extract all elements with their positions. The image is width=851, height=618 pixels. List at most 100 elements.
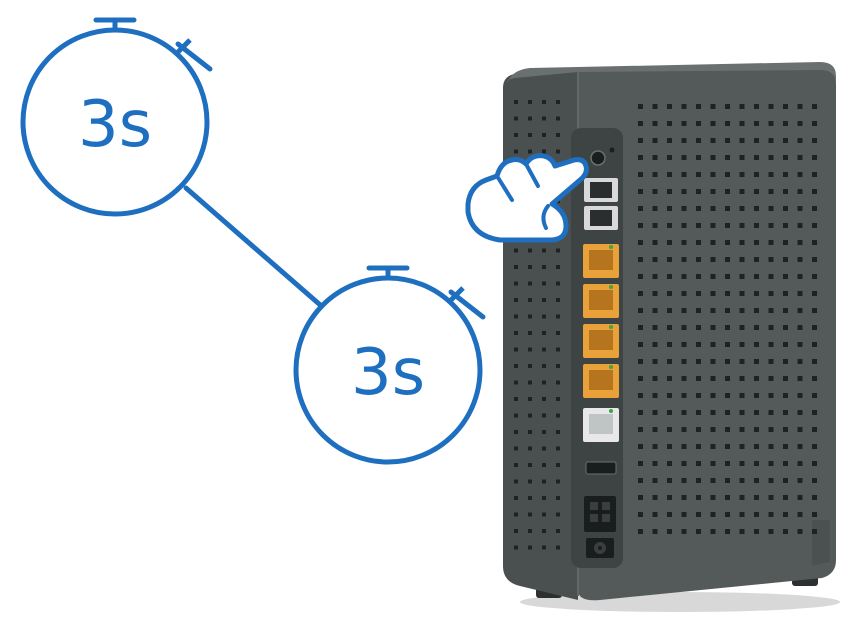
vent-hole: [710, 189, 716, 194]
power-connector[interactable]: [584, 496, 616, 532]
vent-hole: [783, 478, 788, 483]
vent-hole: [710, 410, 716, 415]
vent-hole: [739, 529, 745, 534]
vent-hole: [556, 496, 560, 500]
vent-hole: [725, 155, 730, 160]
vent-hole: [739, 308, 745, 313]
vent-hole: [696, 291, 701, 296]
vent-hole: [754, 495, 759, 500]
vent-hole: [696, 512, 701, 517]
vent-hole: [667, 189, 672, 194]
vent-hole: [725, 223, 730, 228]
vent-hole: [681, 359, 687, 364]
vent-hole: [812, 308, 817, 313]
lan-port[interactable]: [583, 284, 619, 318]
dc-power-jack[interactable]: [586, 538, 614, 558]
vent-hole: [739, 512, 745, 517]
vent-hole: [725, 478, 730, 483]
vent-hole: [652, 155, 658, 160]
vent-hole: [739, 325, 745, 330]
vent-hole: [739, 495, 745, 500]
vent-hole: [542, 446, 546, 451]
vent-hole: [754, 223, 759, 228]
lan-port[interactable]: [583, 364, 619, 398]
vent-hole: [542, 529, 546, 533]
usb-port[interactable]: [585, 461, 617, 475]
vent-hole: [528, 265, 532, 269]
vent-hole: [667, 512, 672, 517]
vent-hole: [652, 393, 658, 398]
vent-hole: [725, 257, 730, 262]
phone-port[interactable]: [584, 178, 618, 202]
vent-hole: [514, 397, 518, 401]
vent-hole: [542, 413, 546, 418]
vent-hole: [812, 155, 817, 160]
vent-hole: [768, 512, 774, 517]
vent-hole: [556, 265, 560, 269]
vent-hole: [754, 342, 759, 347]
vent-hole: [754, 274, 759, 279]
vent-hole: [739, 427, 745, 432]
wan-port[interactable]: [583, 408, 619, 442]
vent-hole: [812, 138, 817, 143]
vent-hole: [667, 444, 672, 449]
vent-hole: [667, 308, 672, 313]
vent-hole: [710, 155, 716, 160]
reset-button[interactable]: [590, 150, 606, 166]
vent-hole: [783, 121, 788, 126]
vent-hole: [783, 206, 788, 211]
vent-hole: [797, 291, 803, 296]
vent-hole: [652, 325, 658, 330]
vent-hole: [667, 274, 672, 279]
vent-hole: [514, 149, 518, 154]
phone-port[interactable]: [584, 206, 618, 230]
vent-hole: [797, 206, 803, 211]
vent-hole: [812, 189, 817, 194]
vent-hole: [638, 104, 643, 109]
vent-hole: [652, 529, 658, 534]
vent-hole: [725, 376, 730, 381]
vent-hole: [528, 430, 532, 434]
lan-port[interactable]: [583, 324, 619, 358]
vent-hole: [556, 347, 560, 352]
vent-hole: [739, 444, 745, 449]
vent-hole: [754, 308, 759, 313]
vent-hole: [667, 240, 672, 245]
vent-hole: [528, 248, 532, 253]
vent-hole: [514, 529, 518, 533]
vent-hole: [528, 347, 532, 352]
vent-hole: [710, 461, 716, 466]
vent-hole: [528, 298, 532, 302]
vent-hole: [556, 463, 560, 467]
vent-hole: [768, 257, 774, 262]
vent-hole: [667, 291, 672, 296]
vent-hole: [542, 347, 546, 352]
lan-port[interactable]: [583, 244, 619, 278]
vent-hole: [667, 223, 672, 228]
vent-hole: [812, 410, 817, 415]
vent-hole: [514, 248, 518, 253]
vent-hole: [681, 172, 687, 177]
vent-hole: [783, 155, 788, 160]
vent-hole: [696, 325, 701, 330]
vent-hole: [667, 393, 672, 398]
vent-hole: [725, 529, 730, 534]
vent-hole: [725, 410, 730, 415]
vent-hole: [768, 308, 774, 313]
vent-hole: [783, 240, 788, 245]
vent-hole: [514, 380, 518, 385]
vent-hole: [710, 427, 716, 432]
vent-hole: [681, 444, 687, 449]
vent-hole: [514, 133, 518, 137]
vent-hole: [652, 512, 658, 517]
vent-hole: [681, 461, 687, 466]
vent-hole: [783, 104, 788, 109]
vent-hole: [725, 240, 730, 245]
vent-hole: [797, 342, 803, 347]
vent-hole: [739, 461, 745, 466]
vent-hole: [725, 325, 730, 330]
vent-hole: [528, 364, 532, 368]
vent-hole: [696, 138, 701, 143]
vent-hole: [638, 461, 643, 466]
vent-hole: [739, 291, 745, 296]
